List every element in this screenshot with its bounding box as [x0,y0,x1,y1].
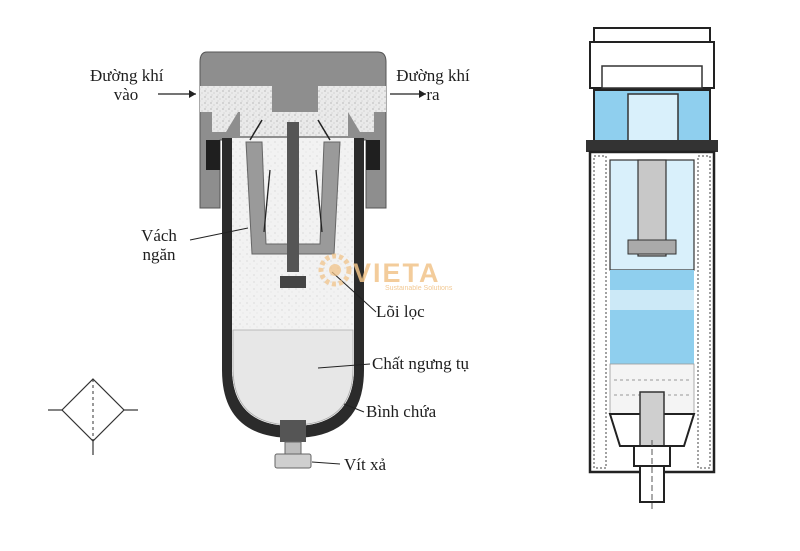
center-stem [287,122,299,272]
label-drain-screw: Vít xả [344,455,387,474]
outlet-passage [318,86,386,132]
left-filter-cross-section [158,51,426,469]
drain-head [274,453,312,469]
cap-top [593,27,711,43]
label-filter-core: Lõi lọc [376,302,425,321]
head-inner [627,93,679,145]
leader-filter-core [331,271,377,313]
drain-stem [639,391,665,447]
stem-nut [280,276,306,288]
bowl-fluid-upper [610,270,694,280]
leader-drain [311,461,341,465]
bowl-wall-right [697,155,711,469]
label-baffle: Vách ngăn [141,226,177,264]
inlet-passage [200,86,272,132]
label-bowl: Bình chứa [366,402,437,421]
watermark-brand: VIETA [353,258,441,288]
leader-baffle [189,227,249,241]
filter-symbol [48,378,138,455]
leader-condensate [317,363,371,369]
baffle [245,141,341,255]
cap-inner-band [601,65,703,89]
watermark-gear-icon [318,253,352,287]
leader-bowl [343,403,365,413]
flow-arrow-1 [249,119,263,141]
watermark-tagline: Sustainable Solutions [385,285,453,292]
seal-ring [586,140,718,152]
label-outlet: Đường khí ra [396,66,470,104]
label-inlet: Đường khí vào [90,66,164,104]
seal-right [366,140,380,170]
flow-arrow-2 [317,119,331,141]
flow-arrow-4 [315,169,323,233]
element-core-cap [627,239,677,255]
bowl-wall-left [593,155,607,469]
flow-arrow-3 [263,169,271,233]
bowl-outer [222,138,364,438]
right-filter-cutaway [586,27,718,512]
drain-body [280,420,306,442]
label-condensate: Chất ngưng tụ [372,354,470,373]
seal-left [206,140,220,170]
condensate-fluid [232,329,354,426]
bowl-fluid-mid [610,290,694,310]
drain-neck [284,441,302,455]
